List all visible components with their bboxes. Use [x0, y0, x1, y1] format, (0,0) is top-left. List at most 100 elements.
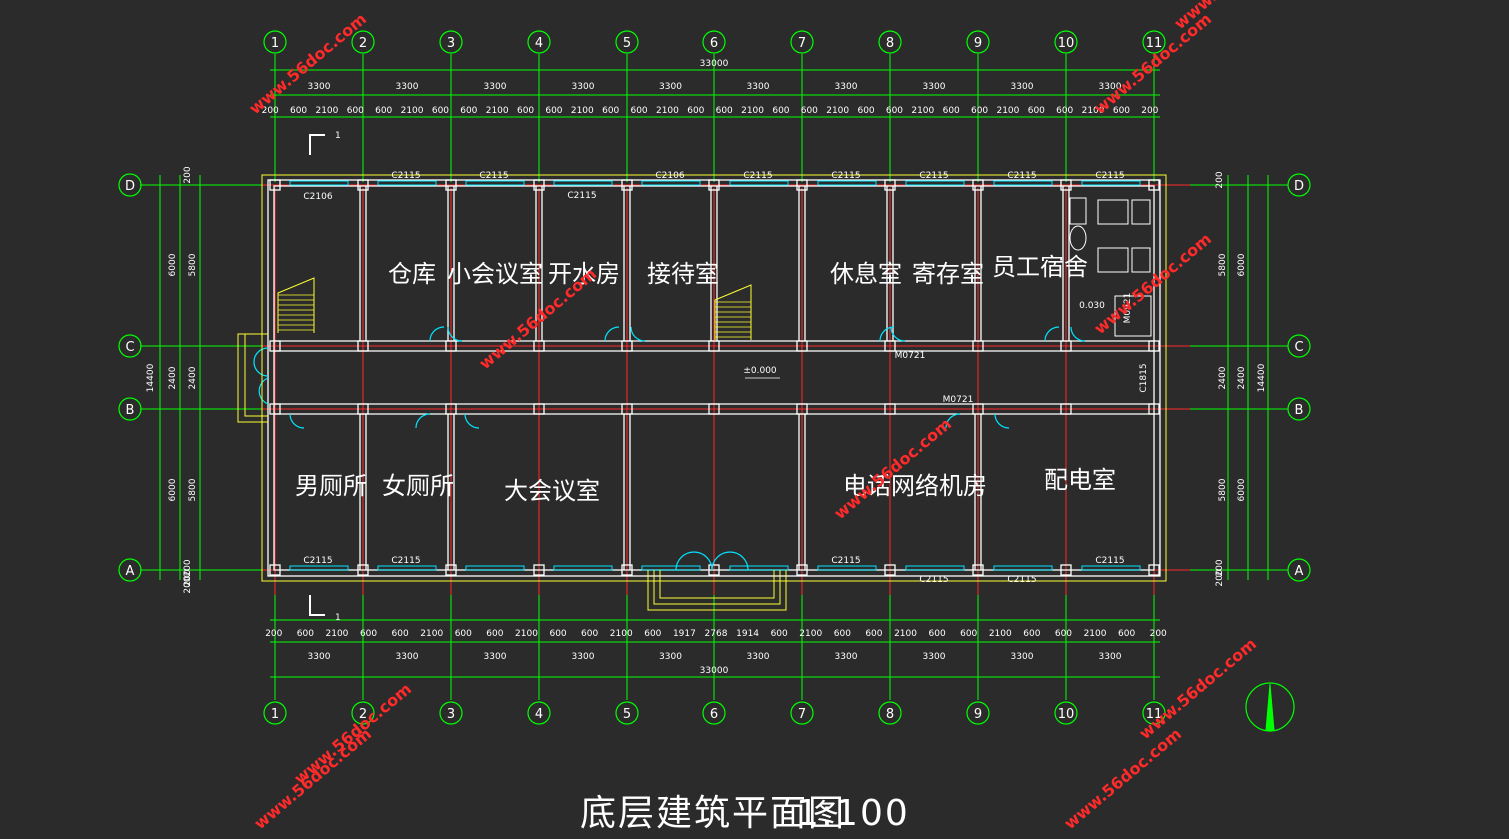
dim-right: 2400 — [1237, 366, 1247, 389]
dim-bay-top: 3300 — [572, 82, 595, 92]
column — [1060, 340, 1072, 352]
column — [533, 340, 545, 352]
dim-bay-top: 3300 — [835, 82, 858, 92]
window-bottom — [289, 565, 349, 571]
window-label-top: C2106 — [303, 192, 332, 202]
dim-bay-top: 3300 — [1011, 82, 1034, 92]
dim-detail-top: 600 — [602, 106, 619, 116]
window-top — [993, 180, 1053, 186]
north-arrow-circle — [1245, 682, 1295, 732]
dim-detail-top: 2100 — [911, 106, 934, 116]
axis-label-col: 5 — [623, 707, 631, 722]
dim-detail-top: 600 — [772, 106, 789, 116]
north-arrow-icon — [1265, 683, 1275, 731]
dim-bay-bottom: 3300 — [396, 652, 419, 662]
axis-bubble — [351, 30, 375, 54]
dim-bay-bottom: 3300 — [659, 652, 682, 662]
dim-detail-bottom: 2100 — [326, 629, 349, 639]
window-label-bottom: C2115 — [919, 575, 948, 585]
room-label-top: 员工宿舍 — [992, 253, 1088, 281]
door-label: M0921 — [1123, 293, 1133, 324]
dim-left: 14400 — [146, 363, 156, 392]
dim-detail-bottom: 2100 — [420, 629, 443, 639]
dim-bay-bottom: 3300 — [572, 652, 595, 662]
window-label-top: C2115 — [479, 171, 508, 181]
dim-detail-bottom: 600 — [1023, 629, 1040, 639]
dim-detail-bottom: 600 — [549, 629, 566, 639]
axis-bubble — [966, 701, 990, 725]
window-top — [1081, 180, 1141, 186]
axis-label-col: 10 — [1058, 36, 1075, 51]
dim-right: 5800 — [1218, 253, 1228, 276]
dim-detail-bottom: 1917 — [673, 629, 696, 639]
fixture — [1069, 197, 1087, 225]
column — [796, 564, 808, 576]
axis-bubble — [615, 30, 639, 54]
dim-bay-top: 3300 — [923, 82, 946, 92]
fixture — [1069, 225, 1087, 251]
door-arc — [604, 326, 620, 342]
axis-label-col: 3 — [447, 707, 455, 722]
dim-detail-bottom: 600 — [834, 629, 851, 639]
window-label-bottom: C2115 — [303, 556, 332, 566]
room-label-top: 接待室 — [647, 260, 719, 288]
stair-outline — [714, 284, 752, 340]
dim-detail-top: 600 — [432, 106, 449, 116]
dim-right: 200 — [1215, 171, 1225, 188]
dim-left: 200 — [183, 166, 193, 183]
fixture — [1114, 295, 1152, 337]
column — [445, 564, 457, 576]
door-arc — [429, 326, 445, 342]
column — [445, 179, 457, 191]
axis-label-col: 2 — [359, 36, 367, 51]
room-label-bottom: 大会议室 — [504, 477, 600, 505]
fixture — [1131, 199, 1151, 225]
axis-label-row: B — [126, 403, 135, 418]
dim-detail-top: 2100 — [996, 106, 1019, 116]
dim-bay-top: 3300 — [747, 82, 770, 92]
dim-detail-top: 2100 — [571, 106, 594, 116]
door-arc — [289, 413, 305, 429]
axis-label-col: 4 — [535, 36, 543, 51]
dim-detail-top: 2100 — [741, 106, 764, 116]
window-bottom — [377, 565, 437, 571]
watermark-text: www.56doc.com — [290, 679, 415, 788]
axis-bubble — [1054, 30, 1078, 54]
column — [357, 564, 369, 576]
column — [357, 340, 369, 352]
axis-label-col: 7 — [798, 36, 806, 51]
dim-total-top: 33000 — [700, 59, 729, 69]
level-label: 0.030 — [1079, 301, 1105, 311]
axis-bubble — [615, 701, 639, 725]
column — [269, 340, 281, 352]
dim-bay-bottom: 3300 — [747, 652, 770, 662]
axis-bubble — [1142, 701, 1166, 725]
axis-bubble — [263, 30, 287, 54]
column — [533, 179, 545, 191]
side-steps — [244, 333, 268, 417]
axis-label-col: 11 — [1146, 36, 1163, 51]
elevation-label: ±0.000 — [743, 366, 777, 376]
column — [445, 340, 457, 352]
dim-left: 200 — [183, 559, 193, 576]
dim-detail-bottom: 2100 — [894, 629, 917, 639]
window-label-bottom: C2115 — [1007, 575, 1036, 585]
column — [708, 340, 720, 352]
window-label-bottom: C2115 — [1095, 556, 1124, 566]
column — [357, 403, 369, 415]
dim-right: 5800 — [1218, 478, 1228, 501]
room-label-top: 寄存室 — [912, 260, 984, 288]
axis-bubble — [1287, 397, 1311, 421]
fixture — [1097, 247, 1129, 273]
dim-detail-top: 600 — [716, 106, 733, 116]
dim-detail-top: 600 — [943, 106, 960, 116]
dim-detail-bottom: 600 — [581, 629, 598, 639]
door-arc — [879, 326, 895, 342]
axis-bubble — [118, 397, 142, 421]
room-label-top: 仓库 — [388, 260, 436, 288]
dim-bay-top: 3300 — [484, 82, 507, 92]
window-top — [905, 180, 965, 186]
column — [1148, 340, 1160, 352]
dim-detail-bottom: 600 — [1118, 629, 1135, 639]
dim-detail-top: 2100 — [826, 106, 849, 116]
